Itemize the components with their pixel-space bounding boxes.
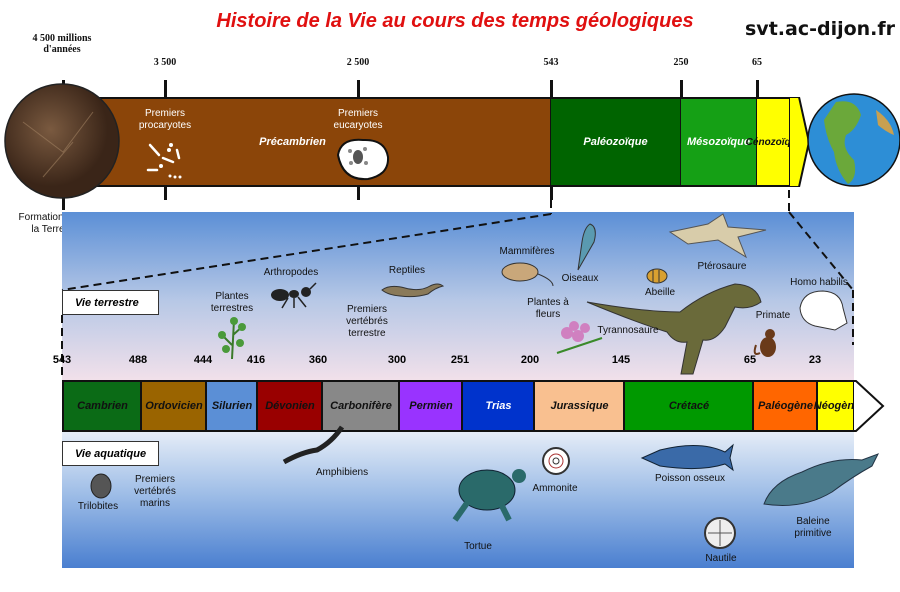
tick-label: 250 <box>673 57 689 68</box>
period-devonien: Dévonien <box>256 380 322 432</box>
tick-label: 360 <box>308 354 328 366</box>
tick-label: 23 <box>808 354 822 366</box>
nautilus-icon <box>704 517 736 549</box>
tick-label: 2 500 <box>346 57 370 68</box>
tick-label: 543 <box>543 57 559 68</box>
reptile-icon <box>381 283 445 298</box>
tick-label: 543 <box>52 354 72 366</box>
label-arthropodes: Arthropodes <box>263 267 319 278</box>
tick-label: 3 500 <box>153 57 177 68</box>
label-reptiles: Reptiles <box>388 265 426 276</box>
ammonite-icon <box>542 447 570 475</box>
label-tortue: Tortue <box>464 541 492 552</box>
tick <box>756 80 759 100</box>
period-neogene: Néogène <box>814 380 860 432</box>
label-nautile: Nautile <box>705 553 737 564</box>
tick-label: 65 <box>752 57 762 68</box>
earth-formation-icon <box>4 83 120 199</box>
label-primate: Primate <box>755 310 791 321</box>
eucaryote-cell-icon <box>336 138 390 181</box>
arrow-head <box>853 380 885 432</box>
label-amphibiens: Amphibiens <box>315 467 369 478</box>
tick <box>680 80 683 100</box>
tick-label: 65 <box>743 354 757 366</box>
era-cenozoic: Cénozoïque <box>746 97 802 187</box>
arrow-head <box>789 97 809 187</box>
site-url: svt.ac-dijon.fr <box>745 18 896 40</box>
period-cambrien: Cambrien <box>62 380 141 432</box>
label-tyrannosaure: Tyrannosaure <box>597 325 659 336</box>
pterosaur-icon <box>668 213 767 259</box>
skull-icon <box>799 290 848 331</box>
whale-icon <box>763 453 880 506</box>
bird-icon <box>577 223 596 271</box>
label-poisson-osseux: Poisson osseux <box>654 473 726 484</box>
tick-label: 300 <box>387 354 407 366</box>
bony-fish-icon <box>640 443 734 472</box>
label-trilobites: Trilobites <box>77 501 119 512</box>
period-cretace: Crétacé <box>623 380 753 432</box>
earth-globe-icon <box>807 93 900 187</box>
flower-icon <box>556 321 603 354</box>
procaryotes-icon <box>146 143 182 179</box>
plant-icon <box>218 317 246 360</box>
label-pterosaure: Ptérosaure <box>697 261 747 272</box>
label-mammiferes: Mammifères <box>499 246 555 257</box>
vie-aquatique-label: Vie aquatique <box>62 441 159 466</box>
label-ammonite: Ammonite <box>532 483 578 494</box>
label-abeille: Abeille <box>644 287 676 298</box>
ant-icon <box>271 282 317 309</box>
bee-icon <box>646 268 668 284</box>
era-paleozoic: Paléozoïque <box>551 97 682 187</box>
period-permien: Permien <box>398 380 462 432</box>
primate-icon <box>753 329 776 357</box>
trilobite-icon <box>90 473 112 499</box>
tick-label: 200 <box>520 354 540 366</box>
period-silurien: Silurien <box>205 380 257 432</box>
vie-terrestre-label: Vie terrestre <box>62 290 159 315</box>
tick-label: 416 <box>246 354 266 366</box>
period-carbonifere: Carbonifère <box>321 380 399 432</box>
era-mesozoic: Mésozoïque <box>681 97 758 187</box>
tyrannosaurus-icon <box>586 283 762 375</box>
label-homo-habilis: Homo habilis <box>790 277 848 288</box>
period-jurassique: Jurassique <box>533 380 624 432</box>
page-title: Histoire de la Vie au cours des temps gé… <box>216 10 694 32</box>
label-oiseaux: Oiseaux <box>561 273 599 284</box>
period-ordovicien: Ordovicien <box>140 380 206 432</box>
tick-label: 251 <box>450 354 470 366</box>
tick-label: 145 <box>611 354 631 366</box>
mammal-icon <box>501 262 554 287</box>
tick-label: 488 <box>128 354 148 366</box>
period-paleogene: Paléogène <box>752 380 817 432</box>
turtle-icon <box>452 469 526 522</box>
period-trias: Trias <box>461 380 534 432</box>
tick-label: 444 <box>193 354 213 366</box>
amphibian-icon <box>282 425 345 465</box>
